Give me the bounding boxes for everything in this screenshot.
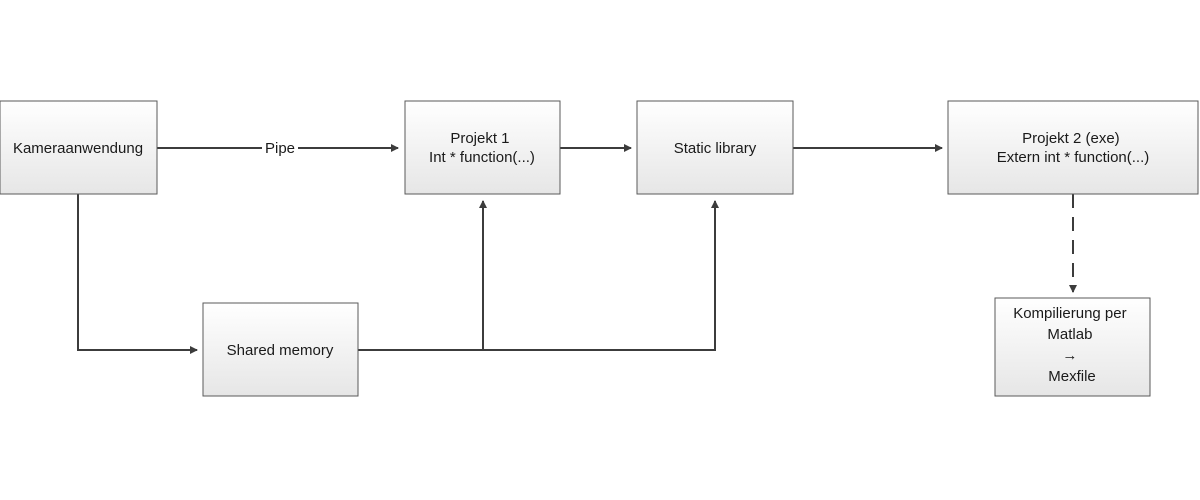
node-shared-memory-line-1: Shared memory bbox=[227, 342, 334, 359]
node-kameraanwendung: Kameraanwendung bbox=[0, 100, 158, 195]
node-static-library: Static library bbox=[636, 100, 794, 195]
node-static-library-line-1: Static library bbox=[674, 140, 757, 157]
edges: Pipe bbox=[77, 138, 1077, 354]
svg-text:Projekt 1 Int * function: Projekt 1 Int * function(...) bbox=[429, 130, 535, 166]
svg-text:Kameraanwendung: Kameraanwendung bbox=[13, 140, 143, 157]
node-projekt-1-line-1: Projekt 1 bbox=[450, 130, 509, 147]
node-projekt-1: Projekt 1 Int * function(...) bbox=[404, 100, 561, 195]
node-kompilierung-arrow: → bbox=[1062, 347, 1077, 364]
node-projekt-2-line-2: Extern int * function(...) bbox=[997, 149, 1150, 166]
node-kompilierung-line-1: Kompilierung per bbox=[1013, 305, 1126, 322]
edge-label-pipe: Pipe bbox=[265, 140, 295, 157]
svg-text:Static library: Static library bbox=[674, 140, 757, 157]
svg-text:Kompilierung per Matlab: Kompilierung per Matlab → Mexfile bbox=[1013, 305, 1131, 385]
edge-shared-to-static bbox=[483, 200, 719, 351]
node-kompilierung-line-2: Matlab bbox=[1047, 326, 1092, 343]
node-projekt-1-line-2: Int * function(...) bbox=[429, 149, 535, 166]
edge-kamera-to-shared bbox=[77, 194, 198, 354]
edge-shared-to-projekt1 bbox=[358, 200, 487, 351]
node-kameraanwendung-line-1: Kameraanwendung bbox=[13, 140, 143, 157]
node-kompilierung-line-4: Mexfile bbox=[1048, 368, 1096, 385]
svg-text:Shared memory: Shared memory bbox=[227, 342, 334, 359]
node-projekt-2-line-1: Projekt 2 (exe) bbox=[1022, 130, 1120, 147]
node-projekt-2: Projekt 2 (exe) Extern int * function(..… bbox=[947, 100, 1199, 195]
node-kompilierung: Kompilierung per Matlab → Mexfile bbox=[994, 297, 1151, 397]
svg-text:Projekt 2 (exe) Extern i: Projekt 2 (exe) Extern int * function(..… bbox=[997, 130, 1150, 166]
node-shared-memory: Shared memory bbox=[202, 302, 359, 397]
